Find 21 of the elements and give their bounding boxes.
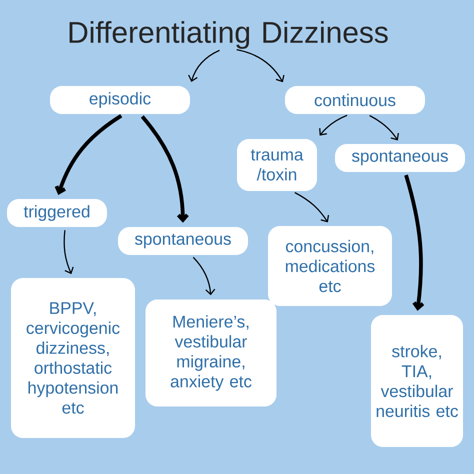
rounded-box: concussion, medications etc [268, 226, 392, 306]
arrow [319, 114, 348, 136]
arrow [236, 49, 284, 82]
rounded-box: BPPV, cervicogenic dizziness, orthostatic hypotension etc [11, 278, 135, 438]
rounded-box: triggered [7, 199, 107, 227]
rounded-box: trauma /toxin [237, 139, 317, 191]
arrow [369, 115, 399, 140]
arrow [404, 174, 424, 311]
arrow [54, 114, 122, 195]
rounded-box: spontaneous [335, 144, 465, 172]
rounded-box: continuous [285, 86, 425, 114]
rounded-box: spontaneous [118, 227, 248, 255]
arrow [294, 192, 330, 222]
arrow [192, 256, 216, 296]
rounded-box: episodic [50, 86, 190, 114]
arrow [140, 115, 189, 223]
title-text: Differentiating Dizziness [70, 21, 388, 49]
rounded-box: Meniere’s, vestibular migraine, anxiety etc [146, 300, 276, 406]
rounded-box: stroke, TIA, vestibular neuritis etc [371, 315, 463, 447]
arrow [188, 50, 220, 82]
arrow [64, 230, 74, 274]
